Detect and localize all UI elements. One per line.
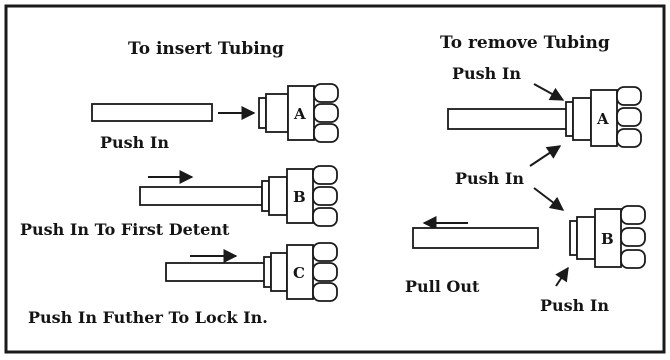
fitting-remove-a-letter: A (596, 110, 609, 128)
push-in-top-label: Push In (452, 64, 521, 83)
fitting-b-letter: B (293, 188, 306, 206)
tube-a (91, 103, 213, 122)
insert-step-c: C Push In Futher To Lock In. (28, 242, 338, 327)
remove-step-a: Push In A (447, 64, 642, 167)
fitting-remove-b-letter: B (601, 230, 614, 248)
pull-out-label: Pull Out (405, 277, 480, 296)
push-arrow-bottom (555, 266, 569, 287)
push-arrow-middle-up (529, 145, 562, 167)
diagram-border (4, 4, 666, 354)
fitting-a: A (258, 83, 339, 143)
fitting-remove-a: A (565, 86, 642, 148)
tube-b (139, 186, 263, 206)
step-c-label: Push In Futher To Lock In. (28, 308, 268, 327)
fitting-b: B (261, 165, 338, 227)
insert-step-a: A Push In (91, 83, 339, 152)
step-a-label: Push In (100, 133, 169, 152)
push-in-middle-label: Push In (455, 169, 524, 188)
fitting-a-letter: A (293, 105, 306, 123)
push-arrow-middle-down (533, 187, 565, 211)
remove-title: To remove Tubing (440, 33, 610, 53)
insert-title: To insert Tubing (128, 39, 284, 59)
step-b-label: Push In To First Detent (20, 220, 230, 239)
fitting-c: C (263, 242, 338, 302)
fitting-remove-b: B (569, 205, 646, 269)
tube-c (165, 262, 267, 282)
push-in-bottom-label: Push In (540, 296, 609, 315)
remove-step-b: B Pull Out Push In (405, 187, 646, 315)
tube-remove (447, 108, 568, 130)
tube-pulled-out (412, 227, 539, 249)
push-arrow-top (533, 83, 565, 101)
fitting-c-letter: C (293, 264, 305, 282)
insert-step-b: B Push In To First Detent (20, 165, 338, 239)
